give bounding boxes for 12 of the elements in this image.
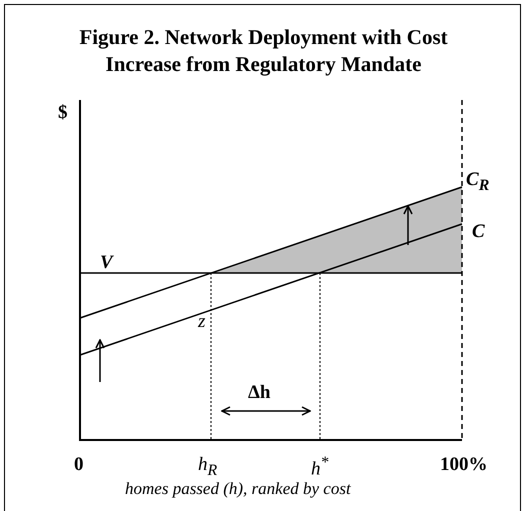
tick-label: 100% xyxy=(440,455,488,474)
axis-label: $ xyxy=(58,103,68,122)
tick-label: h$_{R}$ xyxy=(198,455,218,479)
tick-label: 0 xyxy=(74,455,84,474)
tick-label: h$^{*}$ xyxy=(311,455,328,478)
curve-label: V xyxy=(100,253,113,272)
curve-label: C$_{R}$ xyxy=(466,170,490,194)
curve-label: C xyxy=(472,222,485,241)
figure-title: Figure 2. Network Deployment with Cost Increase from Regulatory Mandate xyxy=(78,24,449,78)
point-label: z xyxy=(198,312,206,331)
dimension-label: Δh xyxy=(248,383,270,402)
axis-title: homes passed (h), ranked by cost xyxy=(125,480,351,497)
